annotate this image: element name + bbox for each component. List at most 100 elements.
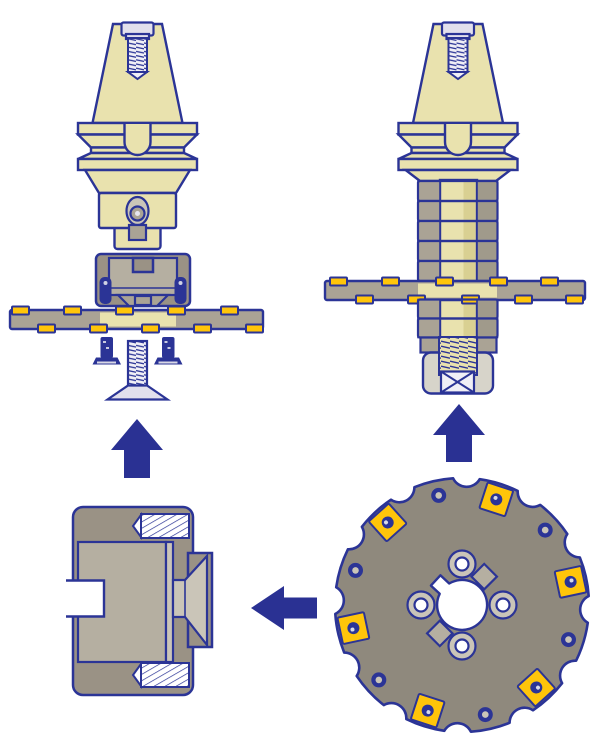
mounting-hole [413, 597, 429, 613]
insert-screw-dot [426, 710, 431, 715]
insert-screw-dot [350, 627, 355, 632]
adapter-post-right [174, 277, 187, 304]
carbide-insert [63, 305, 82, 316]
spacer-collar-right [476, 200, 499, 222]
set-screw-bottom-tip [131, 660, 142, 690]
adapter-post-left [99, 277, 112, 304]
carbide-insert [435, 276, 454, 287]
carbide-insert [245, 323, 264, 334]
right-up-arrow [433, 404, 485, 462]
spacer-collars-below [416, 298, 499, 339]
arbor-thread-end [438, 336, 478, 376]
screw-head-slot [158, 361, 178, 364]
carbide-insert [167, 305, 186, 316]
insert-screw-dot [384, 520, 389, 525]
carbide-insert [115, 305, 134, 316]
set-screw-top [140, 513, 190, 539]
carbide-insert [368, 503, 408, 542]
cutter-edge-view-left [8, 305, 265, 334]
spacer-collar-left [417, 180, 441, 202]
carbide-insert [553, 565, 588, 599]
spacer-collar-left [417, 220, 441, 242]
center-arbor-screw-thread [126, 339, 149, 389]
tooth-screw-hole-center [541, 526, 549, 534]
carbide-insert [336, 611, 371, 645]
mounting-hole [454, 638, 470, 654]
insert-screw-dot [535, 685, 540, 690]
mounting-hole [454, 556, 470, 572]
carbide-insert [514, 294, 533, 305]
carbide-insert [141, 323, 160, 334]
hub-left-notch-outline [66, 579, 106, 618]
cutter-edge-view-right [323, 276, 587, 305]
carbide-insert [381, 276, 400, 287]
side-lock-slot [127, 223, 148, 242]
tooth-screw-hole-center [435, 492, 443, 499]
left-assembly [8, 21, 265, 697]
carbide-insert [220, 305, 239, 316]
left-up-arrow [111, 419, 163, 478]
carbide-insert [193, 323, 212, 334]
end-cap-cross [440, 370, 475, 394]
tooth-screw-hole-center [565, 636, 572, 643]
set-screw-bottom [140, 662, 190, 688]
mount-screws [92, 337, 183, 401]
screw-glint [164, 341, 168, 343]
cutter-hub-edge [100, 312, 176, 327]
spacer-short-right [475, 336, 498, 354]
clamping-hub-cross-section [66, 505, 214, 697]
cutter-hub-edge [418, 283, 497, 298]
center-bore-keyway [429, 574, 489, 632]
adapter-post-left-dot [103, 281, 108, 285]
spacer-collar-right [476, 220, 499, 242]
spacer-collar-left [417, 298, 441, 320]
spacer-collars-above [416, 179, 499, 283]
spacer-short-left [419, 336, 442, 354]
carbide-insert [478, 481, 514, 518]
carbide-insert [489, 276, 508, 287]
carbide-insert [329, 276, 348, 287]
spacer-collar-left [417, 240, 441, 262]
set-screw-top-tip [131, 511, 142, 541]
holder-neck-left [82, 168, 193, 195]
tool-holder-taper-left [76, 21, 199, 172]
adapter-skirt-step [133, 294, 153, 307]
adapter-top-notch [131, 256, 155, 274]
spacer-collar-left [417, 200, 441, 222]
disc-to-hub-arrow [251, 586, 317, 630]
drive-slot [469, 562, 499, 591]
carbide-insert [355, 294, 374, 305]
carbide-insert [516, 668, 556, 707]
drive-slot [425, 619, 455, 648]
spacer-collar-right [476, 180, 499, 202]
screw-glint [103, 341, 106, 343]
disc-cutter-face-view [334, 477, 590, 733]
drive-adapter [94, 252, 192, 308]
carbide-insert [565, 294, 584, 305]
spacer-collar-right [476, 240, 499, 262]
carbide-insert [410, 692, 446, 729]
tooth-screw-hole-center [482, 711, 489, 718]
hub-left-notch [66, 580, 104, 617]
carbide-insert [37, 323, 56, 334]
spacer-collar-right [476, 298, 499, 320]
screw-head-slot [97, 361, 116, 364]
tooth-screw-hole-center [375, 676, 383, 684]
carbide-insert [89, 323, 108, 334]
screw-glint [106, 347, 109, 349]
mounting-hole [495, 597, 511, 613]
tooth-screw-hole-center [352, 567, 359, 574]
adapter-post-right-dot [178, 281, 183, 285]
carbide-insert [540, 276, 559, 287]
center-arbor-screw-head [103, 384, 172, 401]
screw-glint [167, 347, 171, 349]
side-lock-screw-dot [135, 211, 140, 216]
spacer-collar-left [417, 317, 441, 339]
right-assembly [323, 21, 587, 462]
insert-screw-dot [493, 495, 498, 500]
spacer-collar-right [476, 317, 499, 339]
insert-screw-dot [569, 578, 574, 583]
tool-holder-taper-right [397, 21, 519, 172]
